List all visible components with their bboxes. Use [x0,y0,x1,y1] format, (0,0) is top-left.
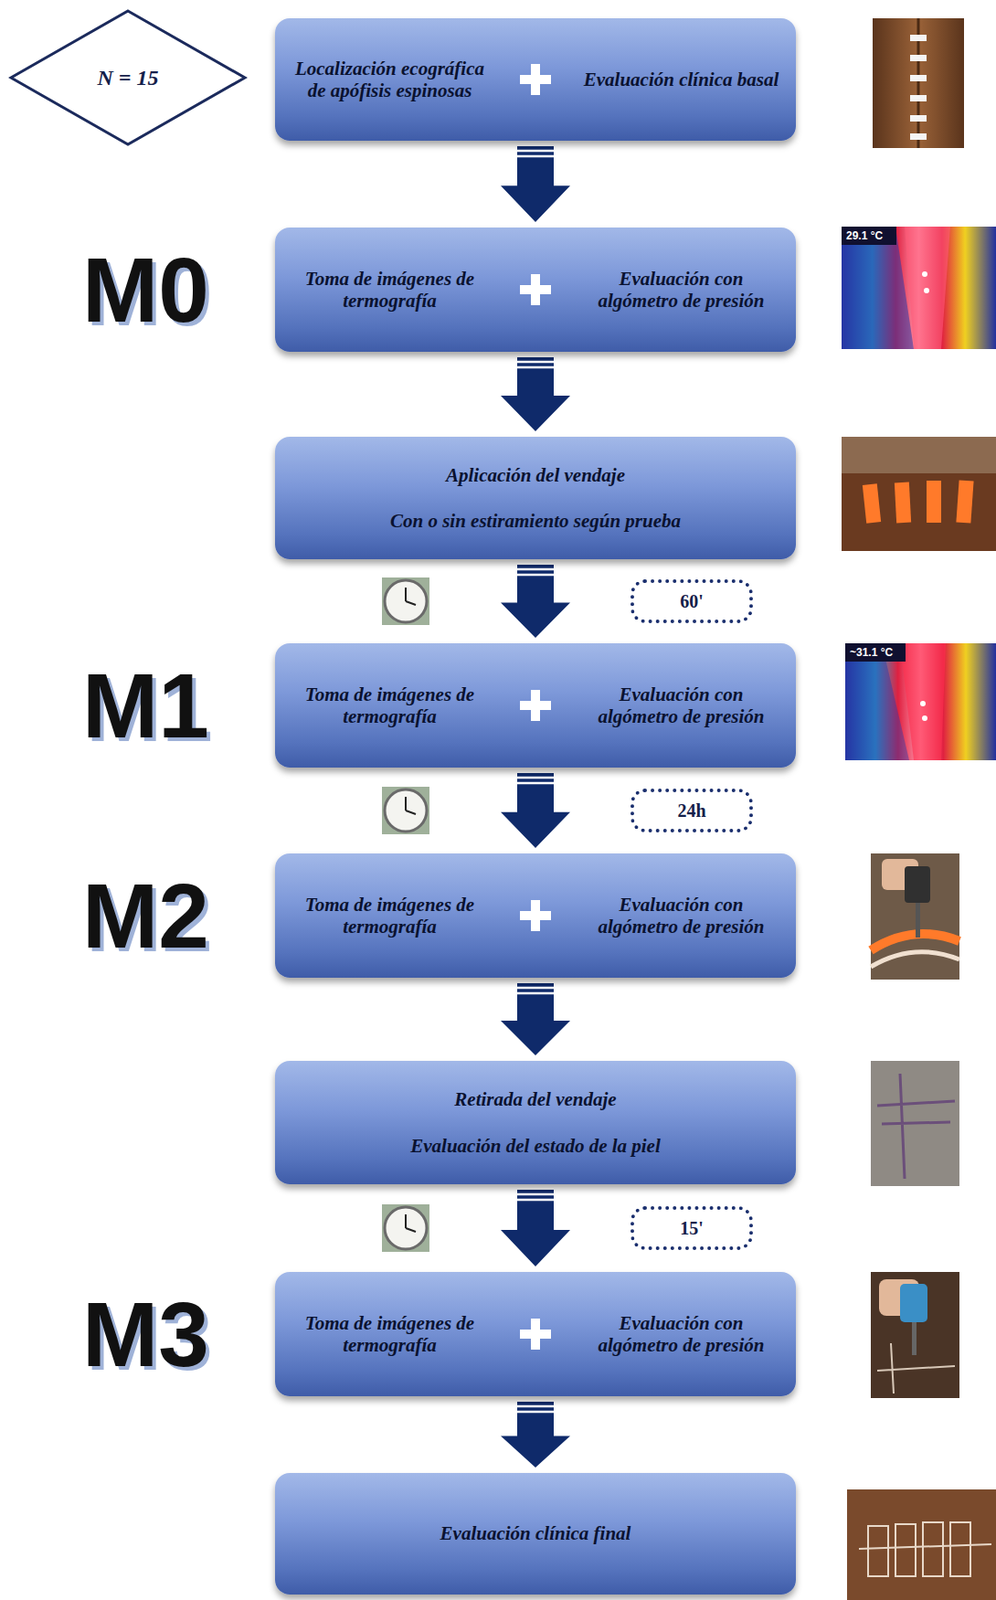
time-interval: 24h [630,788,753,833]
plus-symbol [517,687,554,724]
node-text: Evaluación con algómetro de presión [582,1312,780,1357]
interval-label: 24h [677,800,706,822]
photo-skin [870,1060,960,1187]
process-box: Toma de imágenes de termografía Evaluació… [275,853,796,978]
plus-symbol [517,1315,554,1353]
process-box: Evaluación clínica final [275,1472,796,1595]
flow-arrow-group [500,564,571,638]
arrow-stripe [515,1193,556,1197]
clock-icon [381,786,430,835]
arrow-stripe [515,360,556,364]
node-text: Toma de imágenes de termografía [291,267,488,312]
photo-thermography [845,643,996,761]
node-text: Toma de imágenes de termografía [291,1312,488,1357]
arrow-stripe [515,573,556,577]
arrow-stripe [515,776,556,780]
moment-label: M1 [82,659,210,752]
flow-arrow-group [500,1401,571,1468]
process-box: Toma de imágenes de termografía Evaluació… [275,1271,796,1397]
node-text: Toma de imágenes de termografía [291,893,488,938]
arrow-stripe [515,986,556,990]
photo-tape [841,436,996,551]
flow-arrow-group [500,146,571,223]
time-interval: 15' [630,1206,753,1251]
node-text: N = 15 [96,65,159,91]
flow-arrow-group [500,1189,571,1267]
arrow-stripe [515,149,556,153]
node-text: Evaluación con algómetro de presión [582,893,780,938]
arrow-stripe [515,568,556,572]
clock-icon [381,577,430,626]
arrow-stripe [515,782,556,785]
decision-diamond: N = 15 [8,8,248,148]
flow-arrow-group [500,983,571,1056]
time-interval: 60' [630,579,753,624]
flow-arrow [500,146,571,223]
photo-thermography [841,226,996,350]
process-box: Toma de imágenes de termografía Evaluació… [275,227,796,352]
node-text: Toma de imágenes de termografía [291,683,488,728]
arrow-stripe [515,1405,556,1409]
flow-arrow [500,1401,571,1468]
arrow-stripe [515,366,556,370]
moment-label: M0 [82,243,210,336]
interval-label: 60' [679,591,704,613]
node-text: Evaluación del estado de la piel [410,1134,661,1157]
flow-arrow [500,773,571,848]
process-box: Aplicación del vendajeCon o sin estirami… [275,436,796,560]
photo-back-final [847,1489,996,1600]
moment-label: M2 [82,869,210,962]
flow-arrow [500,983,571,1056]
node-text: Retirada del vendaje [454,1088,616,1111]
clock-icon [381,1204,430,1252]
photo-back [872,18,965,149]
arrow-stripe [515,1198,556,1202]
node-text: Evaluación clínica basal [582,68,780,91]
node-text: Evaluación clínica final [440,1522,632,1545]
node-text: Evaluación con algómetro de presión [582,683,780,728]
flow-arrow [500,1189,571,1267]
flow-arrow [500,357,571,432]
moment-label: M3 [82,1288,210,1380]
arrow-stripe [515,1410,556,1414]
flow-arrow-group [500,773,571,848]
plus-symbol [517,271,554,308]
interval-label: 15' [679,1218,704,1240]
process-box: Toma de imágenes de termografía Evaluació… [275,643,796,768]
node-text: Evaluación con algómetro de presión [582,267,780,312]
node-text: Localización ecográfica de apófisis espi… [291,57,488,102]
temperature-readout: 29.1 °C [843,228,886,244]
photo-algometer [870,853,960,980]
arrow-stripe [515,155,556,159]
node-text: Con o sin estiramiento según prueba [390,509,681,532]
flow-arrow-group [500,357,571,432]
process-box: Localización ecográfica de apófisis espi… [275,18,796,141]
node-text: Aplicación del vendaje [445,464,626,487]
plus-symbol [517,61,554,98]
plus-symbol [517,897,554,934]
arrow-stripe [515,992,556,996]
flow-arrow [500,564,571,638]
process-box: Retirada del vendajeEvaluación del estad… [275,1060,796,1185]
temperature-readout: ~31.1 °C [847,645,896,660]
photo-algometer [870,1271,960,1399]
